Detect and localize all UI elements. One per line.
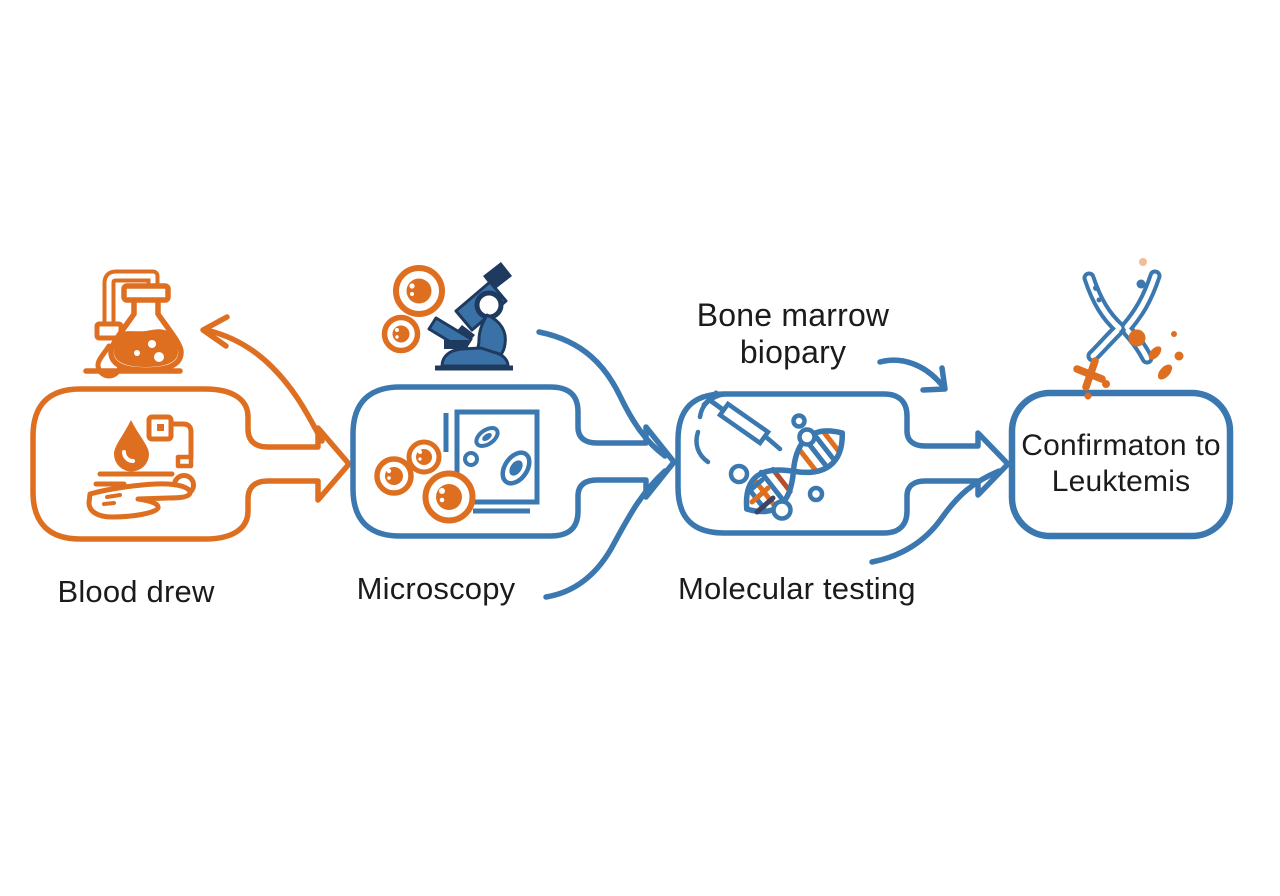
curved-arrow-biopsy [877, 357, 948, 393]
microscope-icon [427, 262, 513, 371]
curve-microscopy-top [536, 329, 668, 459]
blood-cells-slide-icon [374, 439, 476, 524]
curve-testing-bottom [869, 468, 1002, 565]
label-bone-marrow-biopsy: Bone marrow biopary [693, 297, 893, 371]
chromosome-break-icon [1073, 258, 1184, 400]
blood-cells-icon [381, 265, 445, 354]
blood-draw-hand-icon [86, 414, 196, 520]
label-microscopy: Microscopy [356, 571, 516, 606]
faucet-flask-icon [83, 269, 184, 379]
dna-syringe-icon [694, 390, 846, 521]
label-bone-marrow-line2: biopary [739, 334, 847, 370]
label-confirmation-line1: Confirmaton to [1021, 429, 1221, 462]
flow-step-box-4 [1008, 389, 1234, 540]
label-confirmation: Confirmaton to Leuktemis [1020, 428, 1222, 500]
label-bone-marrow-line1: Bone marrow [696, 297, 890, 333]
label-confirmation-line2: Leuktemis [1051, 465, 1191, 498]
label-molecular-testing: Molecular testing [678, 571, 916, 606]
curved-arrow-to-flask [200, 314, 325, 444]
curve-microscopy-bottom [543, 468, 668, 600]
label-blood-drew: Blood drew [57, 574, 215, 609]
